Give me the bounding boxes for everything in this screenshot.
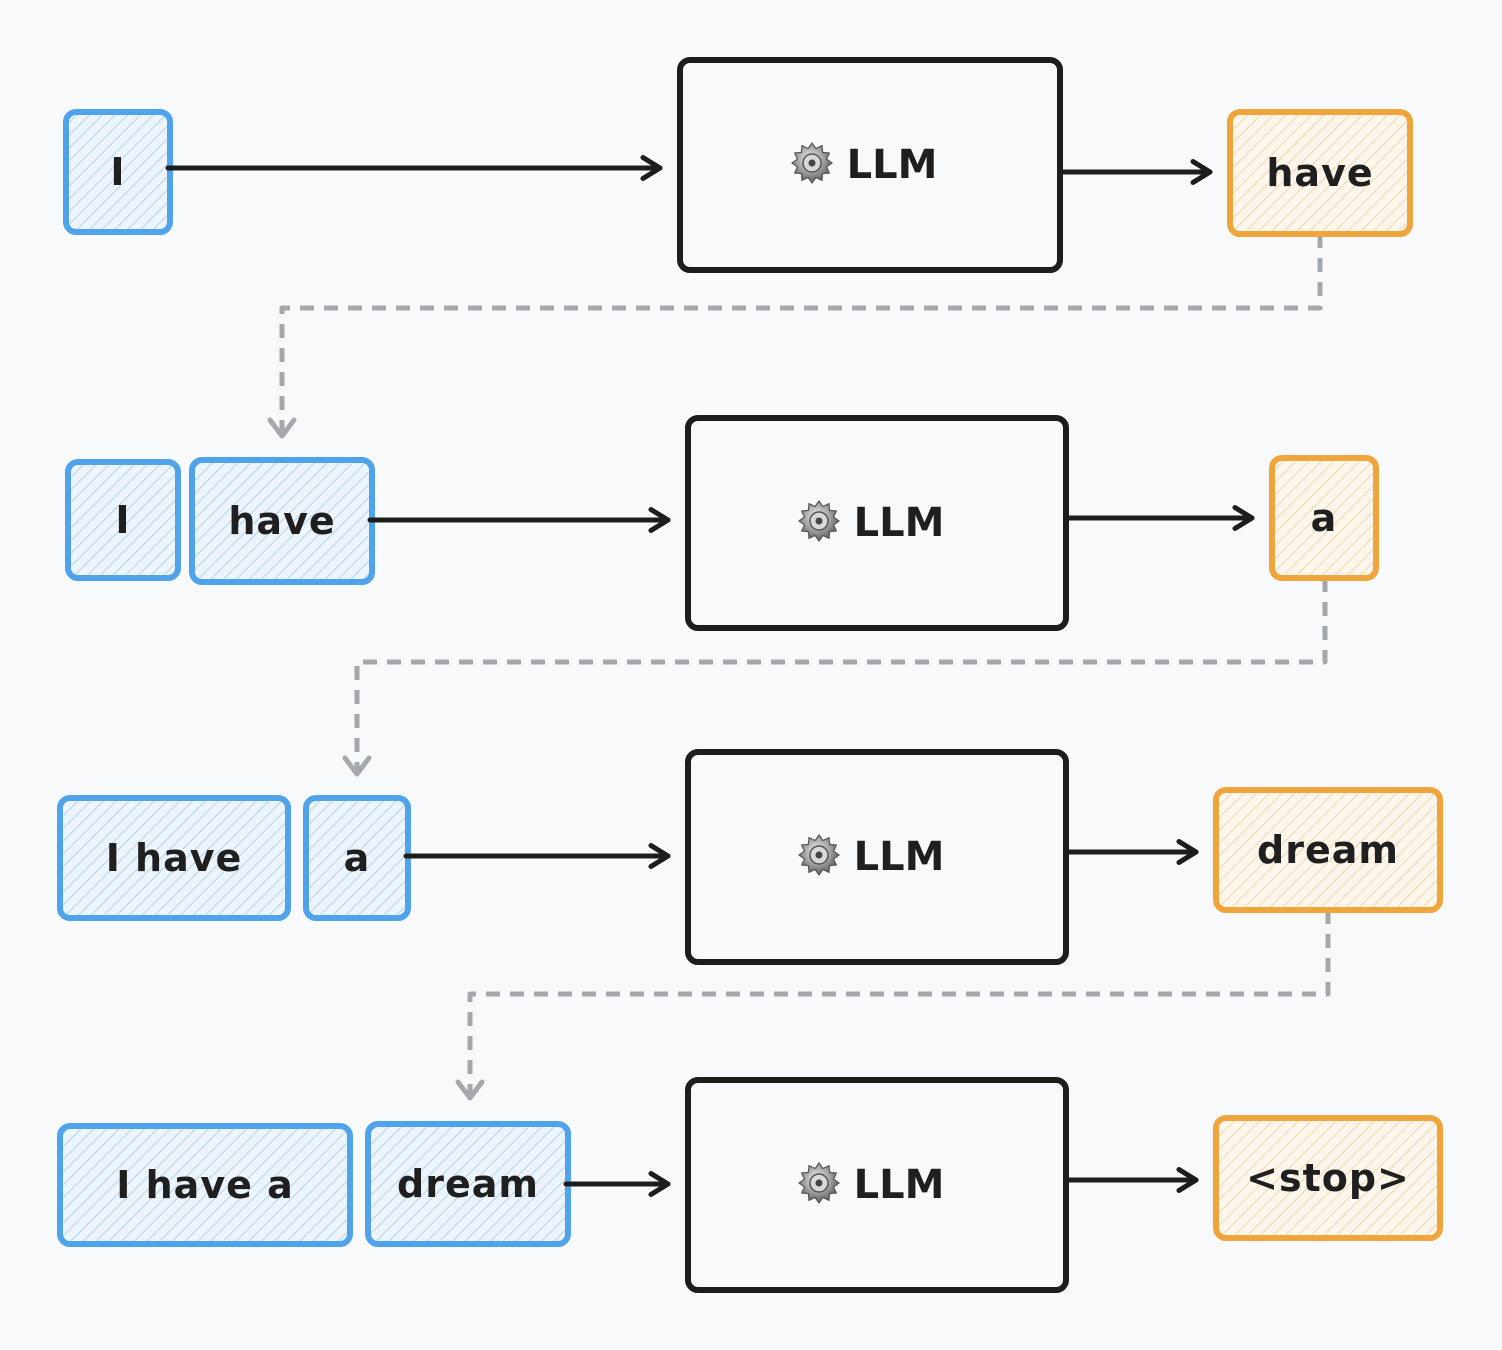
input-token-label: dream <box>397 1162 539 1206</box>
feedback-arrow-path <box>354 578 1328 774</box>
llm-label: LLM <box>854 1162 945 1208</box>
input-to-llm-arrow-head <box>648 843 671 869</box>
input-token-label: I have a <box>116 1163 293 1207</box>
feedback-arrow-head <box>267 417 297 439</box>
feedback-arrow <box>267 234 1323 439</box>
output-token-frame <box>1227 109 1413 237</box>
llm-label: LLM <box>854 834 945 880</box>
input-to-llm-arrow <box>403 843 671 869</box>
input-to-llm-arrow-head <box>648 1171 671 1197</box>
llm-to-output-arrow <box>1059 159 1213 185</box>
gear-icon-axle <box>808 159 816 167</box>
input-to-llm-arrow-head <box>640 155 663 181</box>
llm-box-frame <box>685 749 1069 965</box>
llm-box: LLM <box>677 57 1063 273</box>
input-token-frame <box>57 1123 353 1247</box>
feedback-arrow-head <box>342 755 372 777</box>
input-token: I have a <box>57 1123 353 1247</box>
input-token-label: have <box>228 499 335 543</box>
input-token-label: I <box>115 498 130 542</box>
llm-box-frame <box>685 1077 1069 1293</box>
llm-to-output-arrow-head <box>1190 159 1213 185</box>
input-to-llm-arrow <box>563 1171 671 1197</box>
gear-icon-axle <box>815 1179 823 1187</box>
llm-to-output-arrow-head <box>1232 505 1255 531</box>
gear-icon <box>797 833 841 877</box>
input-token-frame <box>65 459 181 581</box>
input-token: I <box>65 459 181 581</box>
gear-icon <box>797 1161 841 1205</box>
input-token: have <box>189 457 375 585</box>
input-token-frame <box>63 109 173 235</box>
llm-to-output-arrow-head <box>1176 839 1199 865</box>
feedback-arrow <box>455 910 1331 1101</box>
gear-icon-axle <box>815 851 823 859</box>
output-token: <stop> <box>1213 1115 1443 1241</box>
llm-to-output-arrow <box>1065 505 1255 531</box>
llm-box: LLM <box>685 1077 1069 1293</box>
output-token: dream <box>1213 787 1443 913</box>
input-token: a <box>303 795 411 921</box>
input-to-llm-arrow-head <box>648 507 671 533</box>
feedback-arrow-head <box>455 1079 485 1101</box>
output-token-label: dream <box>1257 828 1399 872</box>
output-token-frame <box>1269 455 1379 581</box>
input-token: dream <box>365 1121 571 1247</box>
input-token-label: I <box>110 150 125 194</box>
input-token: I have <box>57 795 291 921</box>
output-token-label: have <box>1266 151 1373 195</box>
gear-icon <box>797 499 841 543</box>
feedback-arrow-path <box>467 910 1331 1098</box>
input-to-llm-arrow <box>367 507 671 533</box>
llm-box: LLM <box>685 749 1069 965</box>
gear-icon <box>790 141 834 185</box>
feedback-arrow <box>342 578 1328 777</box>
input-token-label: a <box>344 836 371 880</box>
input-token-label: I have <box>106 836 243 880</box>
llm-box: LLM <box>685 415 1069 631</box>
output-token: a <box>1269 455 1379 581</box>
llm-box-frame <box>677 57 1063 273</box>
llm-to-output-arrow <box>1065 1167 1199 1193</box>
llm-label: LLM <box>847 142 938 188</box>
llm-label: LLM <box>854 500 945 546</box>
llm-to-output-arrow <box>1065 839 1199 865</box>
output-token: have <box>1227 109 1413 237</box>
input-token-frame <box>57 795 291 921</box>
llm-to-output-arrow-head <box>1176 1167 1199 1193</box>
output-token-label: a <box>1311 496 1338 540</box>
llm-box-frame <box>685 415 1069 631</box>
feedback-arrow-path <box>279 234 1323 436</box>
output-token-label: <stop> <box>1246 1156 1410 1200</box>
input-to-llm-arrow <box>165 155 663 181</box>
output-token-frame <box>1213 1115 1443 1241</box>
input-token: I <box>63 109 173 235</box>
output-token-frame <box>1213 787 1443 913</box>
gear-icon-axle <box>815 517 823 525</box>
